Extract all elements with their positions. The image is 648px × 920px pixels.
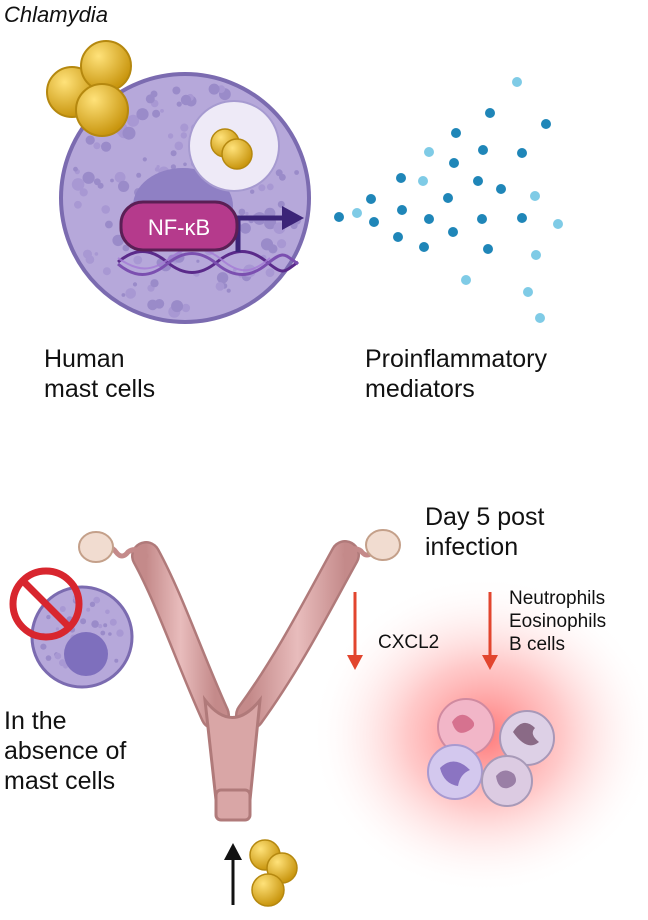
transcription-arrow: [235, 206, 304, 252]
mast-cell-label: Human mast cells: [44, 345, 156, 403]
engulfed-chlamydia: [210, 128, 253, 170]
left-ovary: [78, 531, 114, 563]
prohibition-icon: [9, 567, 83, 641]
immune-cells: [427, 698, 555, 807]
chlamydia-bacteria: [46, 40, 132, 137]
cells-decrease-arrow: [482, 592, 498, 670]
chlamydia-label: Chlamydia: [4, 2, 108, 27]
cxcl2-label: CXCL2: [378, 632, 440, 653]
mediators-label: Proinflammatory mediators: [365, 345, 547, 403]
entry-arrow: [224, 843, 242, 905]
entering-chlamydia: [249, 839, 298, 907]
cervix: [214, 788, 252, 822]
nfkb-transcription-factor: NF-κB: [119, 200, 239, 252]
timepoint-label: Day 5 post infection: [425, 503, 545, 561]
cxcl2-decrease-arrow: [347, 592, 363, 670]
absence-label: In the absence of mast cells: [4, 707, 127, 795]
immune-cells-label: Neutrophils Eosinophils B cells: [509, 588, 607, 655]
proinflammatory-mediators: [334, 77, 563, 323]
nfkb-label: NF-κB: [148, 215, 210, 240]
reproductive-tract: [78, 529, 401, 822]
right-ovary: [365, 529, 401, 561]
